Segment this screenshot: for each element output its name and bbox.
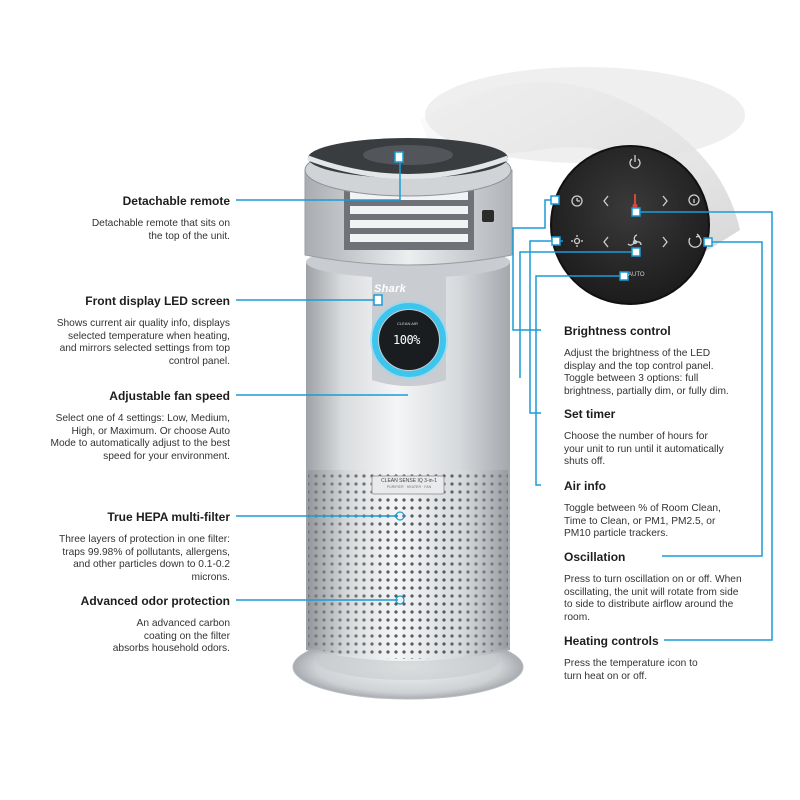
power-icon bbox=[629, 155, 641, 169]
feature-detachable-remote: Detachable remote Detachable remote that… bbox=[50, 194, 230, 243]
info-icon bbox=[688, 194, 700, 206]
feature-title: Advanced odor protection bbox=[80, 594, 230, 608]
display-header: CLEAN AIR bbox=[397, 321, 418, 326]
feature-text: Press to turn oscillation on or off. Whe… bbox=[564, 574, 742, 623]
feature-brightness-control: Brightness control Adjust the brightness… bbox=[564, 324, 744, 398]
feature-set-timer: Set timer Choose the number of hours for… bbox=[564, 407, 744, 469]
feature-title: Air info bbox=[564, 479, 606, 493]
brand-logo: Shark bbox=[374, 283, 407, 295]
chevron-left-icon bbox=[603, 236, 609, 248]
led-glow-ring bbox=[372, 303, 446, 377]
feature-air-info: Air info Toggle between % of Room Clean,… bbox=[564, 479, 744, 541]
feature-heating-controls: Heating controls Press the temperature i… bbox=[564, 634, 744, 683]
feature-text: An advanced carbon coating on the filter… bbox=[112, 618, 230, 655]
chevron-left-icon bbox=[603, 195, 609, 207]
oscillation-icon bbox=[688, 233, 702, 248]
feature-text: Three layers of protection in one filter… bbox=[58, 534, 230, 583]
feature-title: Oscillation bbox=[564, 550, 626, 564]
feature-odor-protection: Advanced odor protection An advanced car… bbox=[50, 594, 230, 656]
model-label-text: CLEAN SENSE IQ 3-in-1 PURIFIER · HEATER … bbox=[381, 478, 437, 489]
feature-title: Set timer bbox=[564, 407, 616, 421]
control-panel bbox=[551, 146, 709, 304]
feature-text: Choose the number of hours for your unit… bbox=[564, 431, 724, 468]
auto-mode-label[interactable]: AUTO bbox=[628, 272, 645, 278]
feature-title: Front display LED screen bbox=[85, 294, 230, 308]
fan-icon bbox=[627, 234, 642, 246]
feature-text: Shows current air quality info, displays… bbox=[56, 318, 230, 367]
feature-title: True HEPA multi-filter bbox=[107, 510, 230, 524]
feature-text: Press the temperature icon to turn heat … bbox=[564, 658, 698, 682]
feature-text: Detachable remote that sits on the top o… bbox=[91, 218, 230, 242]
feature-title: Adjustable fan speed bbox=[109, 389, 230, 403]
feature-hepa-filter: True HEPA multi-filter Three layers of p… bbox=[50, 510, 230, 584]
feature-fan-speed: Adjustable fan speed Select one of 4 set… bbox=[50, 389, 230, 463]
model-label bbox=[371, 475, 445, 495]
feature-front-display: Front display LED screen Shows current a… bbox=[50, 294, 230, 368]
chevron-right-icon bbox=[662, 236, 668, 248]
feature-title: Brightness control bbox=[564, 324, 671, 338]
chevron-right-icon bbox=[662, 195, 668, 207]
feature-text: Select one of 4 settings: Low, Medium, H… bbox=[50, 413, 230, 462]
feature-title: Heating controls bbox=[564, 634, 659, 648]
feature-title: Detachable remote bbox=[122, 194, 230, 208]
feature-text: Adjust the brightness of the LED display… bbox=[564, 348, 729, 397]
brightness-icon bbox=[571, 235, 583, 247]
timer-icon bbox=[571, 195, 583, 207]
air-quality-readout: 100% bbox=[393, 333, 420, 347]
feature-oscillation: Oscillation Press to turn oscillation on… bbox=[564, 550, 744, 624]
feature-text: Toggle between % of Room Clean, Time to … bbox=[564, 503, 721, 540]
